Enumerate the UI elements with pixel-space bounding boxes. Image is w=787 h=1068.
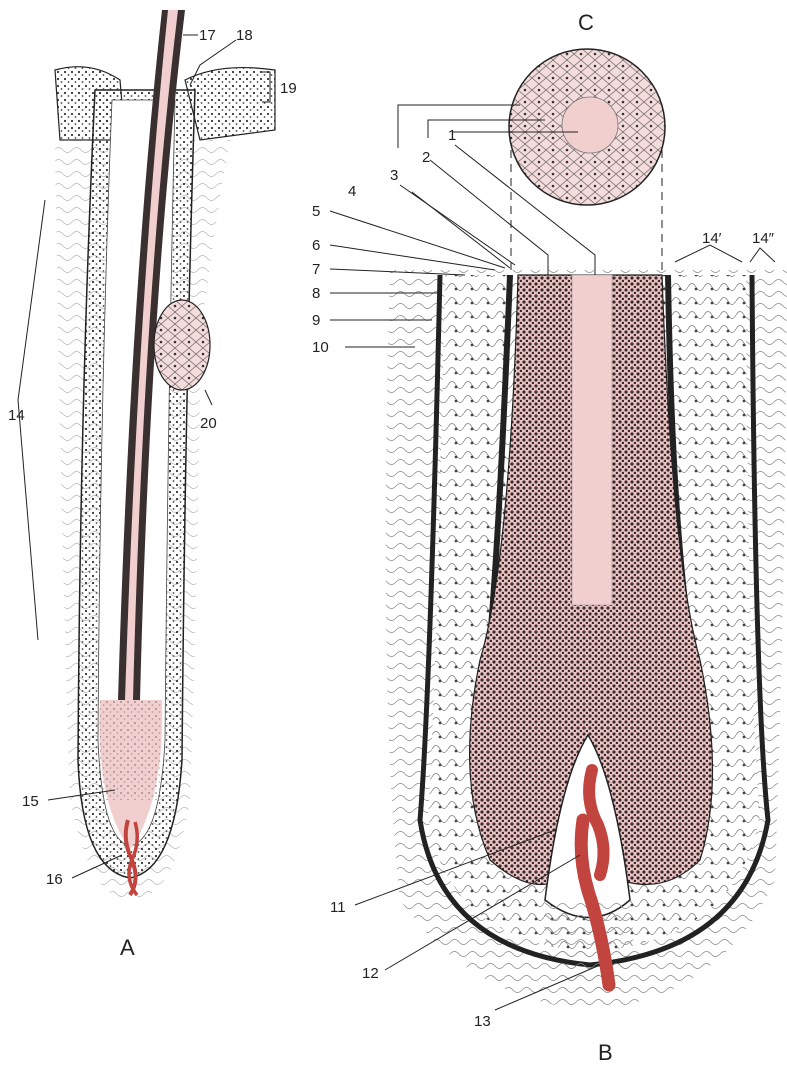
leader-14pp (750, 248, 775, 262)
leader-4 (412, 192, 510, 268)
leader-3 (398, 105, 520, 148)
label-14-prime: 14′ (702, 230, 722, 247)
label-18: 18 (236, 27, 253, 44)
panel-a-bulb-cells (100, 700, 162, 800)
label-2: 2 (422, 149, 430, 166)
leader-14p (675, 245, 742, 262)
panel-letter-c: C (578, 10, 594, 35)
label-13: 13 (474, 1013, 491, 1030)
panel-c-cross-section (509, 49, 665, 270)
panel-letter-b: B (598, 1040, 613, 1065)
label-14-double-prime: 14″ (752, 230, 775, 247)
label-8: 8 (312, 285, 320, 302)
label-14: 14 (8, 407, 25, 424)
label-17: 17 (199, 27, 216, 44)
label-12: 12 (362, 965, 379, 982)
panel-letter-a: A (120, 935, 135, 960)
panel-a-sebaceous-gland (154, 300, 210, 390)
label-1: 1 (448, 127, 456, 144)
label-11: 11 (330, 899, 346, 916)
panel-a-follicle (55, 10, 275, 900)
label-4: 4 (348, 183, 356, 200)
label-6: 6 (312, 237, 320, 254)
panel-c-medulla (562, 97, 618, 153)
label-19: 19 (280, 80, 297, 97)
leader-20 (205, 390, 212, 405)
label-7: 7 (312, 261, 320, 278)
label-15: 15 (22, 793, 39, 810)
panel-a-epidermis-right (185, 68, 275, 140)
label-10: 10 (312, 339, 329, 356)
panel-b-medulla (572, 275, 612, 605)
label-9: 9 (312, 312, 320, 329)
panel-b-follicle (386, 270, 787, 1010)
label-5: 5 (312, 203, 320, 220)
leader-6 (330, 245, 495, 270)
label-20: 20 (200, 415, 217, 432)
label-3: 3 (390, 167, 398, 184)
label-16: 16 (46, 871, 63, 888)
